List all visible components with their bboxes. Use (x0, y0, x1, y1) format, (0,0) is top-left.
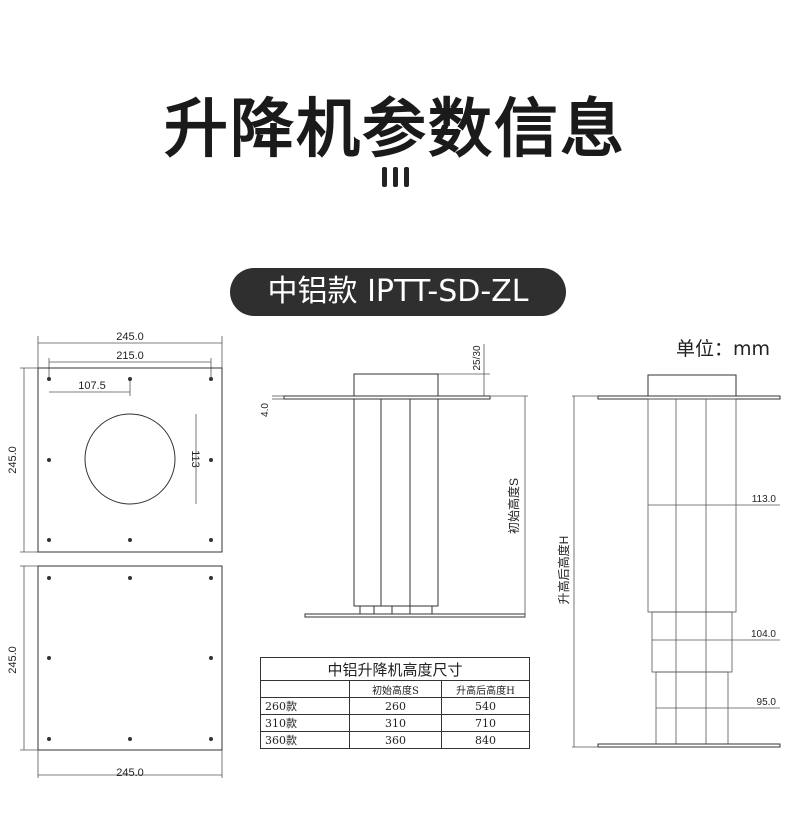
table-header (260, 680, 350, 698)
table-cell: 310款 (260, 714, 350, 732)
collapsed-side-view: 25/30 4.0 初始高度S (260, 344, 528, 618)
table-cell: 260 (349, 697, 442, 715)
stage3-label: 95.0 (757, 697, 777, 708)
table-cell: 310 (349, 714, 442, 732)
bottom-plate-width-label: 245.0 (116, 767, 144, 779)
table-cell: 360 (349, 731, 442, 749)
stage1-label: 113.0 (752, 494, 777, 505)
table-cell: 540 (441, 697, 530, 715)
stage2-label: 104.0 (751, 629, 776, 640)
top-plate-width-label: 245.0 (116, 331, 144, 343)
hole-span-label: 215.0 (116, 350, 144, 362)
table-caption: 中铝升降机高度尺寸 (260, 657, 530, 681)
table-cell: 360款 (260, 731, 350, 749)
plate-thickness-label: 4.0 (260, 403, 271, 417)
table-header: 升高后高度H (441, 680, 530, 698)
hole-offset-label: 107.5 (78, 380, 106, 392)
table-cell: 840 (441, 731, 530, 749)
page-title: 升降机参数信息 (164, 93, 626, 167)
model-badge: 中铝款 IPTT-SD-ZL (230, 268, 566, 316)
table-header: 初始高度S (349, 680, 442, 698)
top-block-label: 25/30 (472, 345, 483, 370)
table-row: 260款 260 540 (260, 697, 530, 715)
top-plate-height-label: 245.0 (7, 446, 19, 474)
table-row: 310款 310 710 (260, 714, 530, 732)
height-table: 中铝升降机高度尺寸 初始高度S 升高后高度H 260款 260 540 310款… (260, 657, 530, 749)
initial-height-label: 初始高度S (506, 478, 521, 534)
table-cell: 260款 (260, 697, 350, 715)
table-cell: 710 (441, 714, 530, 732)
opening-label: 113 (189, 450, 201, 468)
bottom-plate-height-label: 245.0 (7, 646, 19, 674)
top-plate-view: 245.0 215.0 107.5 245.0 113 (7, 331, 223, 553)
extended-height-label: 升高后高度H (556, 536, 571, 605)
bottom-plate-view: 245.0 245.0 (7, 565, 223, 779)
unit-label: 单位：mm (676, 338, 771, 360)
divider-icon (382, 167, 412, 189)
table-row: 360款 360 840 (260, 731, 530, 749)
extended-side-view: 113.0 104.0 95.0 升高后高度H (556, 374, 781, 748)
